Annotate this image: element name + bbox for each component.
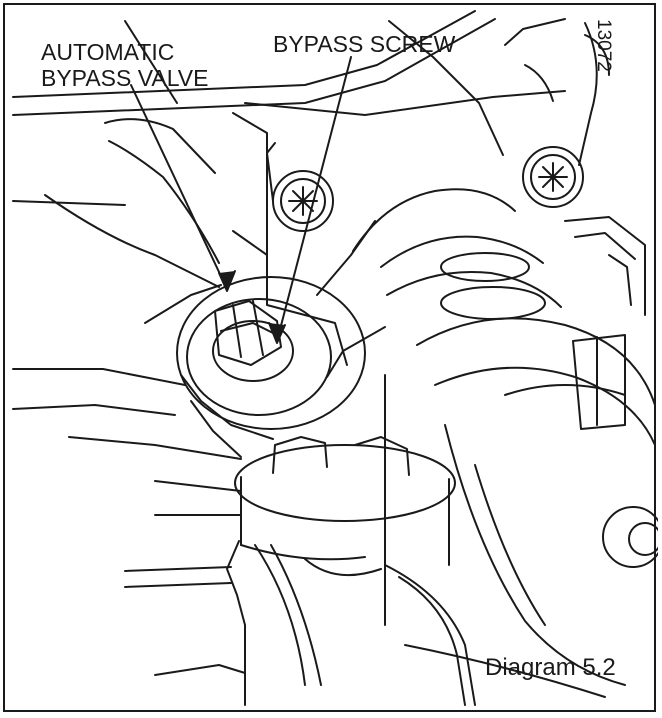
diagram-caption: Diagram 5.2 bbox=[485, 654, 616, 681]
label-line-2: BYPASS VALVE bbox=[41, 65, 209, 91]
mounting-screw-right bbox=[522, 146, 584, 208]
mounting-screw-left bbox=[266, 142, 334, 232]
bypass-valve-body bbox=[176, 220, 386, 458]
bracket bbox=[12, 230, 348, 460]
figure-reference-number: 13072 bbox=[593, 19, 614, 72]
bypass-screw-label: BYPASS SCREW bbox=[273, 31, 456, 57]
valve-illustration bbox=[12, 10, 658, 706]
diagram-frame: AUTOMATIC BYPASS VALVE BYPASS SCREW 1307… bbox=[3, 3, 658, 712]
pump-cylinder bbox=[352, 188, 658, 686]
automatic-bypass-valve-label: AUTOMATIC BYPASS VALVE bbox=[41, 39, 208, 91]
upper-housing bbox=[12, 10, 610, 288]
label-line-1: AUTOMATIC bbox=[41, 39, 175, 65]
pipe-connection bbox=[124, 436, 606, 706]
leader-lines bbox=[130, 56, 352, 344]
